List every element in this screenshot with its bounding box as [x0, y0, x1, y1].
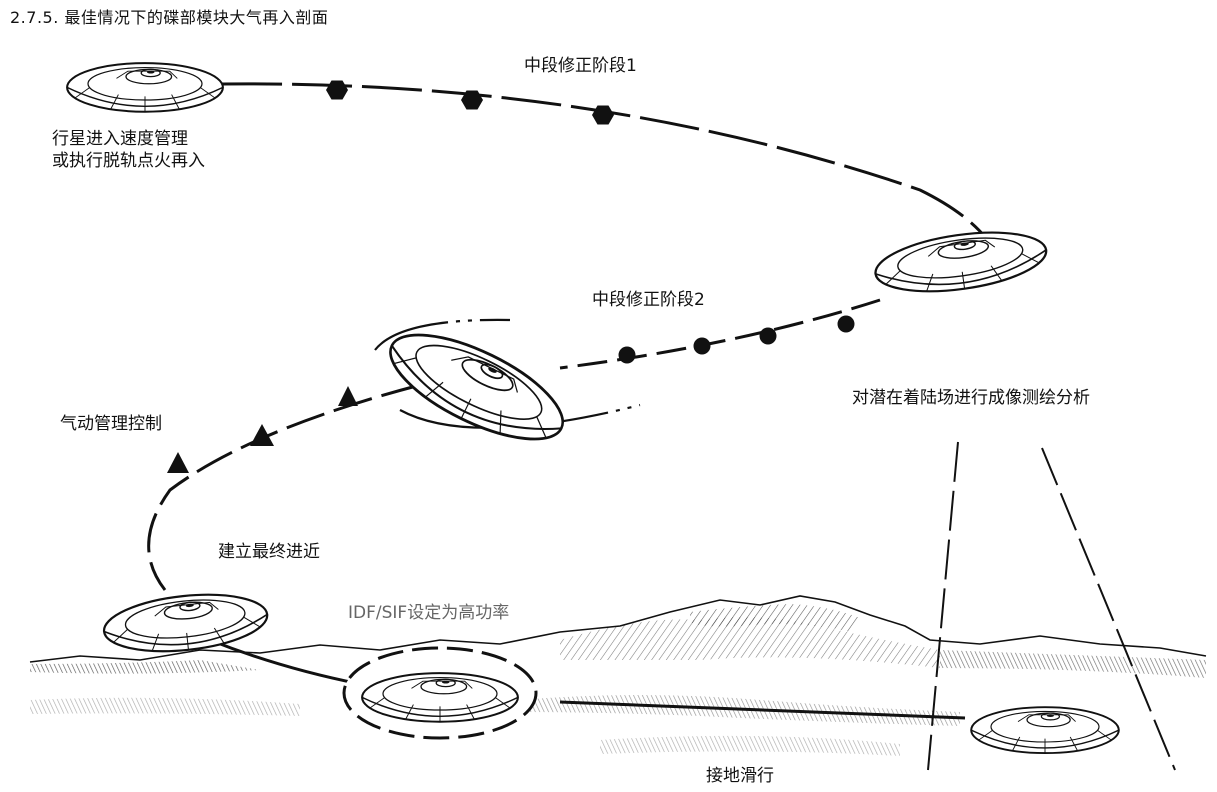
circle-icon — [693, 337, 711, 355]
triangle-icon — [338, 386, 358, 406]
triangle-icon — [167, 452, 189, 473]
saucer-icon — [361, 672, 519, 723]
saucer-icon — [66, 62, 224, 113]
trajectory-path — [147, 82, 1002, 720]
touchdown-label: 接地滑行 — [706, 766, 774, 786]
circle-icon — [759, 327, 777, 345]
saucer-icon — [100, 586, 272, 660]
saucer-icon — [870, 222, 1052, 302]
survey-label: 对潜在着陆场进行成像测绘分析 — [852, 388, 1090, 408]
final-approach-label: 建立最终进近 — [218, 542, 320, 562]
entry-label-line1: 行星进入速度管理 — [52, 129, 188, 149]
aero-control-label: 气动管理控制 — [60, 414, 162, 434]
entry-label-line2: 或执行脱轨点火再入 — [52, 151, 205, 171]
circle-icon — [618, 346, 636, 364]
hexagon-icon — [461, 90, 483, 110]
circle-icon — [837, 315, 855, 333]
survey-beam — [927, 441, 1176, 771]
triangle-icon — [250, 424, 274, 446]
saucer-icon — [970, 706, 1120, 755]
section-title: 2.7.5. 最佳情况下的碟部模块大气再入剖面 — [10, 8, 329, 27]
idf-sif-label: IDF/SIF设定为高功率 — [348, 603, 510, 623]
saucer-icon — [375, 312, 579, 462]
hexagon-icon — [592, 105, 614, 125]
terrain — [29, 595, 1207, 792]
midcourse-phase2-label: 中段修正阶段2 — [592, 290, 705, 310]
midcourse-phase1-label: 中段修正阶段1 — [524, 56, 637, 76]
hexagon-icon — [326, 80, 348, 100]
